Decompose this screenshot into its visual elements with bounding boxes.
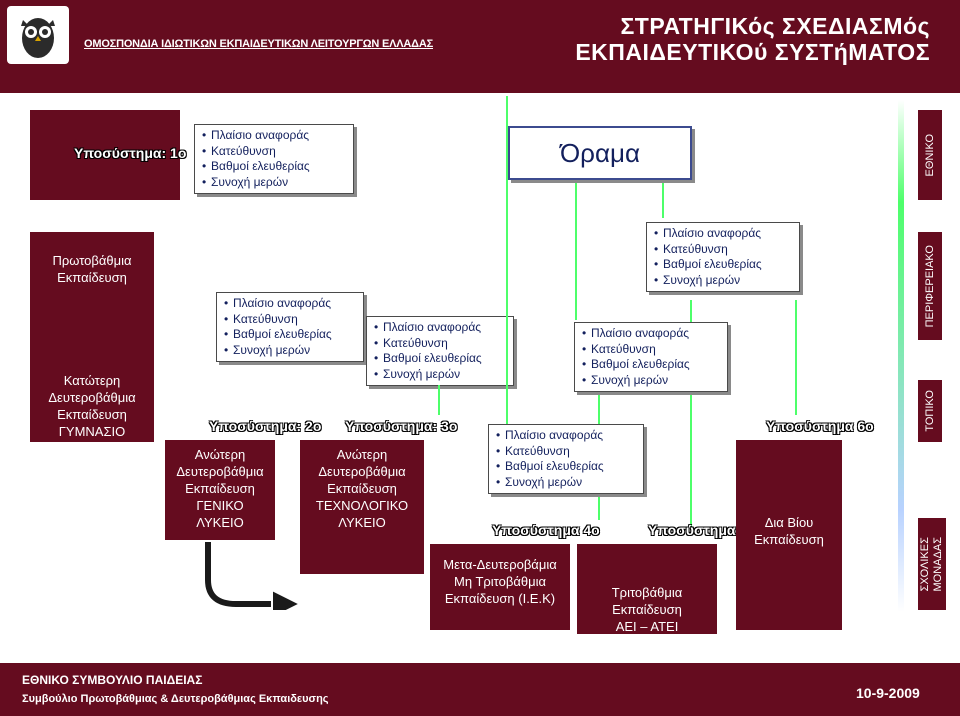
lifelong-text: Δια Βίου Εκπαίδευση xyxy=(754,515,824,547)
upper-general-text: Ανώτερη Δευτεροβάθμια Εκπαίδευση ΓΕΝΙΚΟ … xyxy=(176,447,264,530)
side-gradient-stripe xyxy=(898,100,904,612)
subsystem-6-label: Υποσύστημα 6ο xyxy=(766,418,874,434)
subsystem-1-header-box xyxy=(30,110,180,200)
title-line-2: ΕΚΠΑΙΔΕΥΤΙΚΟύ ΣΥΣΤήΜΑΤΟΣ xyxy=(575,39,930,65)
subsystem-1-column: Πρωτοβάθμια Εκπαίδευση Κατώτερη Δευτεροβ… xyxy=(30,232,154,442)
bullet-item: Συνοχή μερών xyxy=(582,373,721,389)
bullet-item: Πλαίσιο αναφοράς xyxy=(374,320,507,336)
bullet-item: Πλαίσιο αναφοράς xyxy=(496,428,637,444)
local-bar: ΤΟΠΙΚΟ xyxy=(918,380,942,442)
subsystem-5-label: Υποσύστημα 5ο xyxy=(648,522,756,538)
connector-line xyxy=(506,96,508,426)
vision-box: Όραμα xyxy=(508,126,692,180)
bullet-item: Κατεύθυνση xyxy=(582,342,721,358)
header-band xyxy=(0,0,960,93)
bullet-item: Πλαίσιο αναφοράς xyxy=(202,128,347,144)
footer-line-1: ΕΘΝΙΚΟ ΣΥΜΒΟΥΛΙΟ ΠΑΙΔΕΙΑΣ xyxy=(22,673,203,687)
bullet-item: Πλαίσιο αναφοράς xyxy=(224,296,357,312)
bullet-item: Βαθμοί ελευθερίας xyxy=(374,351,507,367)
bullet-item: Βαθμοί ελευθερίας xyxy=(224,327,357,343)
subsystem-4-label: Υποσύστημα 4ο xyxy=(492,522,600,538)
upper-technical-text: Ανώτερη Δευτεροβάθμια Εκπαίδευση ΤΕΧΝΟΛΟ… xyxy=(315,447,409,530)
post-secondary-text: Μετα-Δευτεροβάμια Μη Τριτοβάθμια Εκπαίδε… xyxy=(443,557,557,606)
bullet-item: Κατεύθυνση xyxy=(654,242,793,258)
regional-label: ΠΕΡΙΦΕΡΕΙΑΚΟ xyxy=(923,244,936,328)
bullet-box-1: Πλαίσιο αναφοράς Κατεύθυνση Βαθμοί ελευθ… xyxy=(194,124,354,194)
primary-education-text: Πρωτοβάθμια Εκπαίδευση xyxy=(52,253,132,285)
bullet-item: Κατεύθυνση xyxy=(224,312,357,328)
bullet-item: Συνοχή μερών xyxy=(202,175,347,191)
connector-line xyxy=(690,300,692,530)
connector-line xyxy=(438,385,440,415)
bullet-item: Συνοχή μερών xyxy=(374,367,507,383)
bullet-box-6: Πλαίσιο αναφοράς Κατεύθυνση Βαθμοί ελευθ… xyxy=(646,222,800,292)
title-line-1: ΣΤΡΑΤΗΓΙΚός ΣΧΕΔΙΑΣΜός xyxy=(620,13,930,39)
regional-bar: ΠΕΡΙΦΕΡΕΙΑΚΟ xyxy=(918,232,942,340)
school-units-label: ΣΧΟΛΙΚΕΣ ΜΟΝΑΔΑΣ xyxy=(919,536,944,592)
bullet-item: Βαθμοί ελευθερίας xyxy=(496,459,637,475)
tertiary-text: Τριτοβάθμια Εκπαίδευση ΑΕΙ – ΑΤΕΙ xyxy=(611,585,683,634)
subsystem-3-label: Υποσύστημα: 3ο xyxy=(345,418,458,434)
vision-text: Όραμα xyxy=(560,137,640,168)
bullet-item: Συνοχή μερών xyxy=(224,343,357,359)
subsystem-4-box: Μετα-Δευτεροβάμια Μη Τριτοβάθμια Εκπαίδε… xyxy=(430,544,570,630)
footer-line-2: Συμβούλιο Πρωτοβάθμιας & Δευτεροβάθμιας … xyxy=(22,693,329,705)
bullet-item: Συνοχή μερών xyxy=(496,475,637,491)
connector-line xyxy=(662,180,664,218)
subsystem-1-label: Υποσύστημα: 1ο xyxy=(74,145,187,161)
bullet-item: Κατεύθυνση xyxy=(202,144,347,160)
bullet-item: Πλαίσιο αναφοράς xyxy=(654,226,793,242)
bullet-box-4: Πλαίσιο αναφοράς Κατεύθυνση Βαθμοί ελευθ… xyxy=(488,424,644,494)
footer-date: 10-9-2009 xyxy=(856,685,920,701)
footer-band xyxy=(0,663,960,716)
national-bar: ΕΘΝΙΚΟ xyxy=(918,110,942,200)
bullet-box-5: Πλαίσιο αναφοράς Κατεύθυνση Βαθμοί ελευθ… xyxy=(574,322,728,392)
subsystem-5-box: Τριτοβάθμια Εκπαίδευση ΑΕΙ – ΑΤΕΙ xyxy=(577,544,717,634)
subsystem-2-label: Υποσύστημα: 2ο xyxy=(209,418,322,434)
bullet-item: Βαθμοί ελευθερίας xyxy=(582,357,721,373)
curved-arrow-icon xyxy=(203,542,303,610)
lower-secondary-text: Κατώτερη Δευτεροβάθμια Εκπαίδευση ΓΥΜΝΑΣ… xyxy=(48,373,136,439)
organization-name: ΟΜΟΣΠΟΝΔΙΑ ΙΔΙΩΤΙΚΩΝ ΕΚΠΑΙΔΕΥΤΙΚΩΝ ΛΕΙΤΟ… xyxy=(84,38,434,50)
subsystem-2-box: Ανώτερη Δευτεροβάθμια Εκπαίδευση ΓΕΝΙΚΟ … xyxy=(165,440,275,540)
school-units-bar: ΣΧΟΛΙΚΕΣ ΜΟΝΑΔΑΣ xyxy=(918,518,946,610)
owl-logo-icon xyxy=(7,6,69,64)
bullet-item: Κατεύθυνση xyxy=(374,336,507,352)
bullet-item: Κατεύθυνση xyxy=(496,444,637,460)
subsystem-3-box: Ανώτερη Δευτεροβάθμια Εκπαίδευση ΤΕΧΝΟΛΟ… xyxy=(300,440,424,574)
bullet-box-3: Πλαίσιο αναφοράς Κατεύθυνση Βαθμοί ελευθ… xyxy=(366,316,514,386)
bullet-box-2: Πλαίσιο αναφοράς Κατεύθυνση Βαθμοί ελευθ… xyxy=(216,292,364,362)
subsystem-6-box: Δια Βίου Εκπαίδευση xyxy=(736,440,842,630)
bullet-item: Βαθμοί ελευθερίας xyxy=(654,257,793,273)
bullet-item: Βαθμοί ελευθερίας xyxy=(202,159,347,175)
connector-line xyxy=(575,180,577,320)
bullet-item: Συνοχή μερών xyxy=(654,273,793,289)
national-label: ΕΘΝΙΚΟ xyxy=(923,133,936,177)
bullet-item: Πλαίσιο αναφοράς xyxy=(582,326,721,342)
connector-line xyxy=(795,300,797,415)
local-label: ΤΟΠΙΚΟ xyxy=(923,390,936,432)
